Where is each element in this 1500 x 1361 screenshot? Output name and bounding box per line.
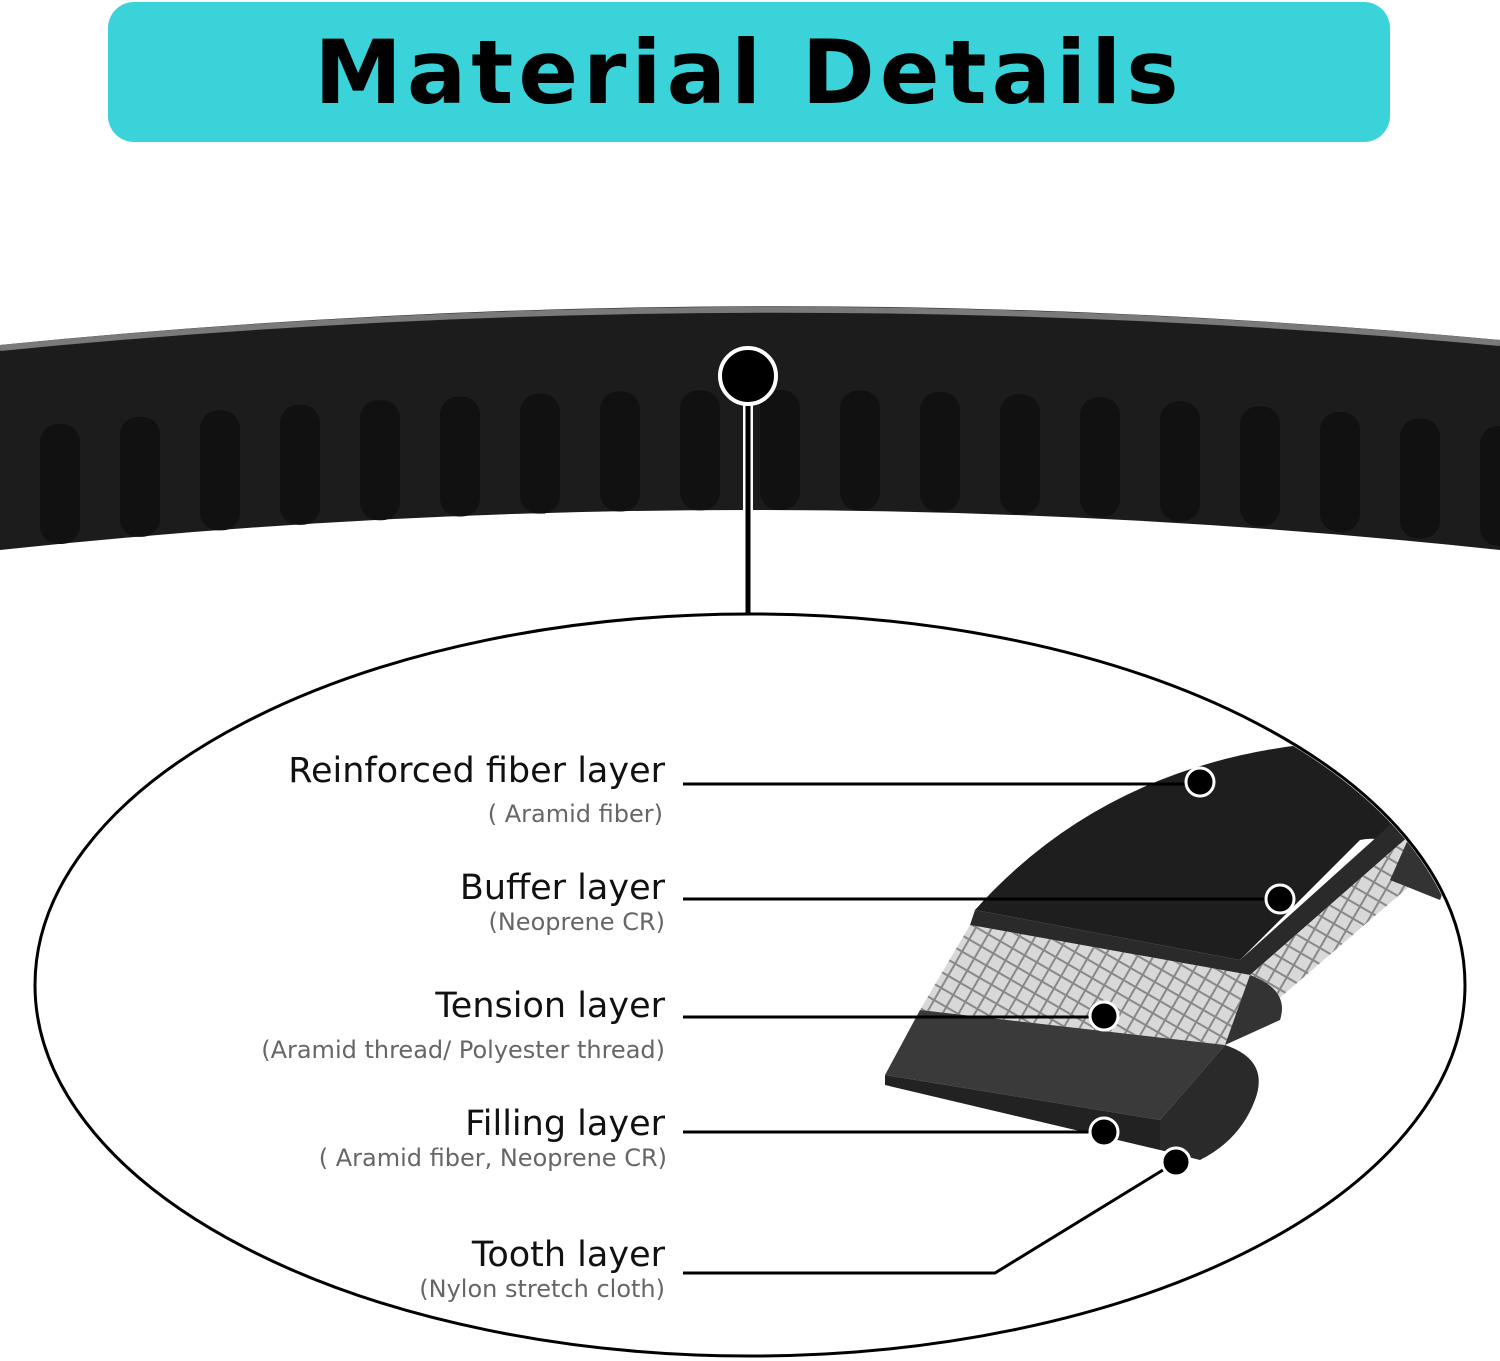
belt-tooth [1160,401,1200,522]
page-title: Material Details [314,20,1184,124]
belt-tooth [680,390,720,511]
belt-tooth [40,424,80,545]
svg-text:Tooth layer: Tooth layer [471,1235,666,1275]
layer-label-tooth: Tooth layer (Nylon stretch cloth) [419,1146,1192,1303]
svg-text:(Aramid thread/ Polyester thre: (Aramid thread/ Polyester thread) [261,1036,665,1064]
layer-label-tension: Tension layer (Aramid thread/ Polyester … [261,986,1120,1064]
marker-dot [1088,1116,1120,1148]
belt-tooth [1400,418,1440,539]
belt-tooth [920,391,960,512]
svg-text:( Aramid fiber): ( Aramid fiber) [488,800,663,828]
belt-tooth [1080,397,1120,518]
marker-dot [1160,1146,1192,1178]
svg-text:Filling layer: Filling layer [465,1104,665,1144]
layer-label-reinforced: Reinforced fiber layer ( Aramid fiber) [288,751,1216,828]
belt-tooth [440,396,480,517]
marker-dot [1184,766,1216,798]
detail-ellipse [33,612,1467,1358]
belt-tooth [360,400,400,521]
belt-tooth [600,391,640,512]
svg-text:Tension layer: Tension layer [434,986,665,1026]
layer-label-filling: Filling layer ( Aramid fiber, Neoprene C… [319,1104,1120,1172]
belt-tooth [520,393,560,514]
belt-tooth [760,390,800,511]
belt-tooth [1480,426,1500,546]
belt-tooth [1000,394,1040,515]
belt-tooth [280,404,320,525]
belt-tooth [200,410,240,531]
svg-text:Reinforced fiber layer: Reinforced fiber layer [288,751,665,791]
marker-dot [1264,883,1296,915]
callout-dot [718,346,778,406]
svg-text:( Aramid fiber, Neoprene CR): ( Aramid fiber, Neoprene CR) [319,1144,667,1172]
svg-text:(Neoprene CR): (Neoprene CR) [488,908,665,936]
belt-tooth [840,390,880,511]
title-banner: Material Details [108,2,1390,142]
belt-tooth [120,416,160,537]
marker-dot [1088,1000,1120,1032]
belt-tooth [1240,406,1280,527]
layer-label-buffer: Buffer layer (Neoprene CR) [460,868,1296,936]
svg-text:(Nylon stretch cloth): (Nylon stretch cloth) [419,1275,665,1303]
belt-tooth [1320,411,1360,532]
svg-text:Buffer layer: Buffer layer [460,868,666,908]
